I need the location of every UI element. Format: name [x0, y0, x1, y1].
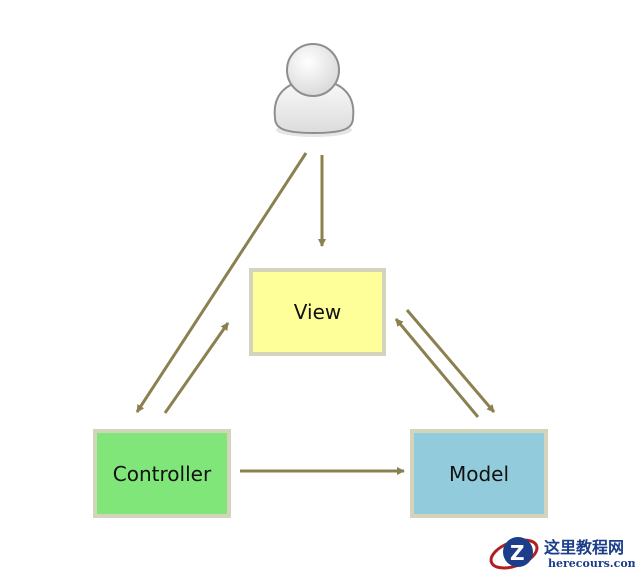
logo-icon: Z	[489, 537, 539, 570]
arrow-user-to-controller	[135, 152, 308, 413]
model-label: Model	[448, 461, 510, 486]
model-node: Model	[410, 429, 548, 518]
svg-text:Z: Z	[510, 541, 525, 565]
user-icon	[273, 43, 355, 137]
watermark-title: 这里教程网	[544, 538, 625, 557]
controller-label: Controller	[112, 461, 212, 486]
arrow-view-to-model	[405, 309, 496, 413]
arrow-model-to-view	[394, 318, 480, 418]
watermark-logo: Z 这里教程网 herecours.com	[486, 530, 635, 576]
view-label: View	[293, 300, 342, 324]
watermark-url: herecours.com	[548, 557, 635, 570]
view-node: View	[249, 268, 386, 356]
arrow-controller-to-view	[163, 322, 230, 414]
controller-node: Controller	[93, 429, 231, 518]
